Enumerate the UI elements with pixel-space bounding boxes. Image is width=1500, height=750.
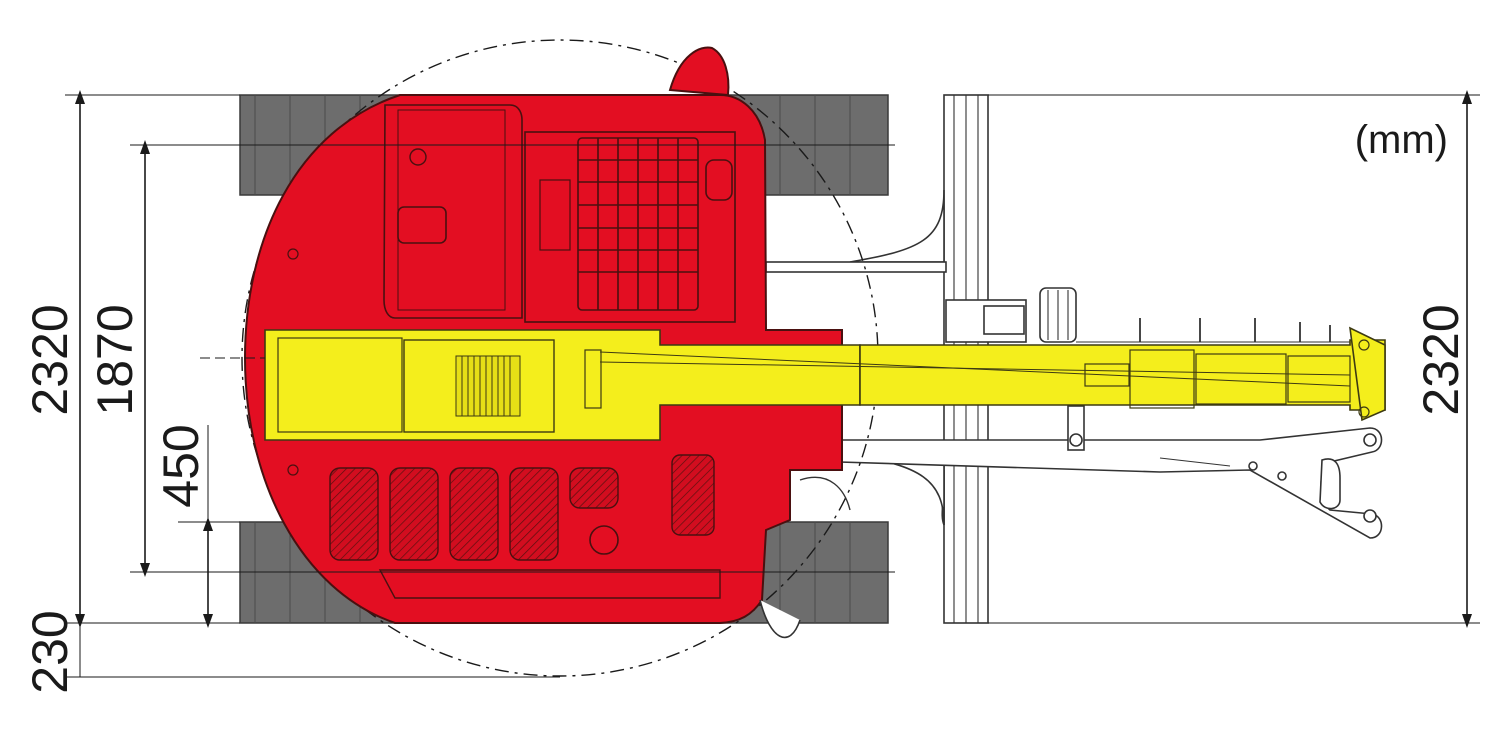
label-tail-overhang: 230 — [22, 610, 78, 693]
unit-label: (mm) — [1355, 118, 1448, 162]
boom-telescopic-sections — [859, 339, 1386, 411]
label-track-inner-span: 1870 — [87, 304, 143, 415]
fly-jib — [839, 427, 1383, 539]
label-track-shoe-width: 450 — [153, 424, 209, 507]
telescopic-boom — [200, 326, 1386, 441]
louver-panels — [329, 454, 715, 561]
counterweight-bump — [668, 46, 730, 97]
label-overall-width-right: 2320 — [1413, 304, 1469, 415]
label-overall-width-left: 2320 — [22, 304, 78, 415]
winch-drum — [455, 355, 521, 417]
hook-posts — [1139, 318, 1331, 342]
boom-head — [1349, 326, 1386, 422]
dimension-lines — [65, 90, 1480, 678]
engine-grille — [577, 137, 699, 311]
outrigger-bracket-top — [849, 189, 945, 263]
